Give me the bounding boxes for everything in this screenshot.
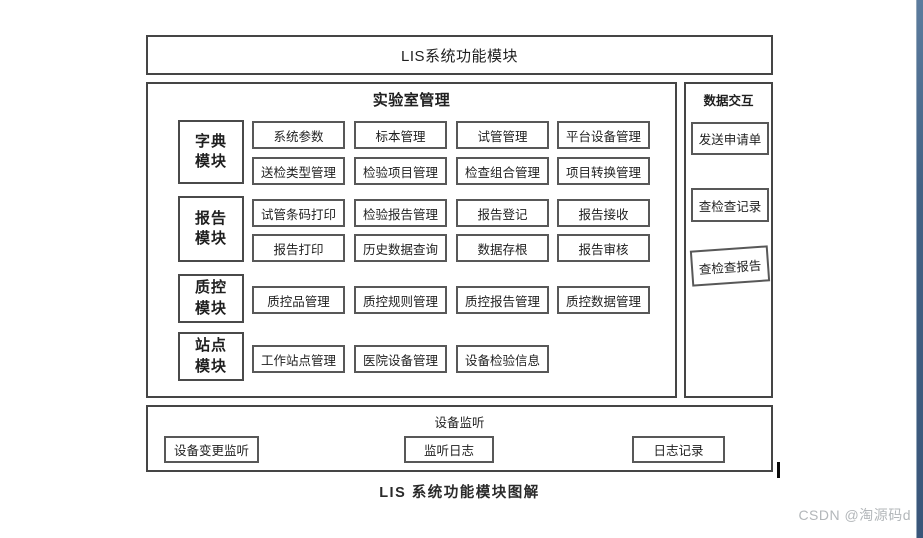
node-report-review: 报告审核 <box>557 234 650 262</box>
node-listen-log: 监听日志 <box>404 436 494 463</box>
node-hospital-device-mgmt: 医院设备管理 <box>354 345 447 373</box>
scrollbar-edge[interactable] <box>916 0 923 538</box>
diagram-title-box: LIS系统功能模块 <box>146 35 773 75</box>
node-query-exam-report: 查检查报告 <box>689 245 771 287</box>
data-exchange-panel: 数据交互 发送申请单 查检查记录 查检查报告 <box>684 82 773 398</box>
node-tube-barcode-print: 试管条码打印 <box>252 199 345 227</box>
node-device-change-listener: 设备变更监听 <box>164 436 259 463</box>
node-submission-type-mgmt: 送检类型管理 <box>252 157 345 185</box>
node-platform-device-mgmt: 平台设备管理 <box>557 121 650 149</box>
node-data-stub: 数据存根 <box>456 234 549 262</box>
node-tube-mgmt: 试管管理 <box>456 121 549 149</box>
node-report-register: 报告登记 <box>456 199 549 227</box>
node-log-record: 日志记录 <box>632 436 725 463</box>
diagram-title: LIS系统功能模块 <box>400 47 518 65</box>
module-label-line: 字典 <box>194 132 227 150</box>
module-label-line: 报告 <box>194 209 227 227</box>
node-history-data-query: 历史数据查询 <box>354 234 447 262</box>
module-label-qc: 质控 模块 <box>178 274 244 323</box>
module-label-line: 模块 <box>194 357 227 375</box>
node-item-convert-mgmt: 项目转换管理 <box>557 157 650 185</box>
node-qc-material-mgmt: 质控品管理 <box>252 286 345 314</box>
node-report-receive: 报告接收 <box>557 199 650 227</box>
node-report-print: 报告打印 <box>252 234 345 262</box>
text-cursor <box>777 462 780 478</box>
node-query-exam-record: 查检查记录 <box>691 188 769 222</box>
figure-caption: LIS 系统功能模块图解 <box>379 485 540 501</box>
node-send-request-form: 发送申请单 <box>691 122 769 155</box>
node-qc-rule-mgmt: 质控规则管理 <box>354 286 447 314</box>
module-label-line: 模块 <box>194 230 227 247</box>
node-qc-report-mgmt: 质控报告管理 <box>456 286 549 314</box>
device-monitor-panel: 设备监听 设备变更监听 监听日志 日志记录 <box>146 405 773 472</box>
node-device-test-info: 设备检验信息 <box>456 345 549 373</box>
module-label-dictionary: 字典 模块 <box>178 120 244 184</box>
module-label-site: 站点 模块 <box>178 332 244 381</box>
node-workstation-mgmt: 工作站点管理 <box>252 345 345 373</box>
lab-panel-title: 实验室管理 <box>372 92 451 109</box>
module-label-line: 站点 <box>194 337 227 355</box>
node-test-report-mgmt: 检验报告管理 <box>354 199 447 227</box>
module-label-report: 报告 模块 <box>178 196 244 262</box>
module-label-line: 模块 <box>194 153 227 170</box>
node-exam-combo-mgmt: 检查组合管理 <box>456 157 549 185</box>
module-label-line: 质控 <box>194 279 227 297</box>
node-system-params: 系统参数 <box>252 121 345 149</box>
node-test-item-mgmt: 检验项目管理 <box>354 157 447 185</box>
node-specimen-mgmt: 标本管理 <box>354 121 447 149</box>
device-monitor-title: 设备监听 <box>434 416 485 430</box>
node-qc-data-mgmt: 质控数据管理 <box>557 286 650 314</box>
lab-management-panel: 实验室管理 字典 模块 报告 模块 质控 模块 站点 模块 系统参数 标本管理 … <box>146 82 677 398</box>
module-label-line: 模块 <box>194 299 227 317</box>
csdn-watermark: CSDN @淘源码d <box>798 507 911 523</box>
data-exchange-title: 数据交互 <box>703 94 754 108</box>
